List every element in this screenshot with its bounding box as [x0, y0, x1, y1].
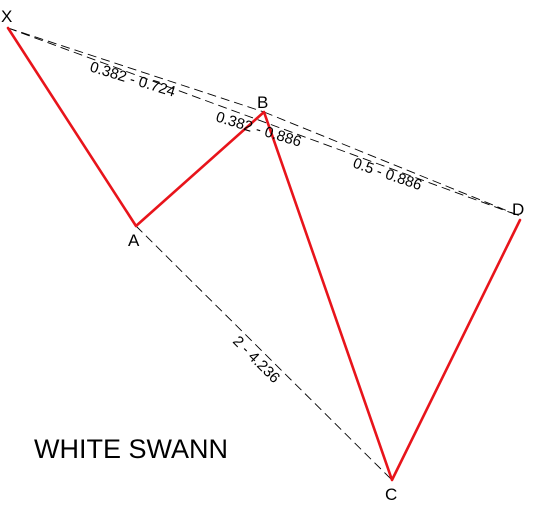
point-labels: X A B C D — [1, 7, 524, 504]
bd-reference-line — [263, 111, 521, 217]
pattern-leg-path — [6, 26, 522, 482]
ac-extension-ratio-label: 2 - 4.236 — [229, 333, 283, 387]
reference-lines — [7, 27, 521, 481]
pattern-legs — [6, 26, 522, 482]
xd-reference-line — [7, 27, 265, 113]
xb-ratio-label: 0.382 - 0.724 — [88, 59, 178, 101]
point-a-label: A — [128, 231, 140, 250]
bd-ratio-label: 0.5 - 0.886 — [351, 155, 424, 194]
point-x-label: X — [1, 7, 12, 26]
ac-reference-line — [135, 225, 393, 481]
point-b-label: B — [257, 93, 268, 112]
point-d-label: D — [512, 200, 524, 219]
point-c-label: C — [385, 485, 397, 504]
pattern-title: WHITE SWANN — [34, 434, 228, 464]
xd-reference-line-upper — [7, 27, 521, 217]
